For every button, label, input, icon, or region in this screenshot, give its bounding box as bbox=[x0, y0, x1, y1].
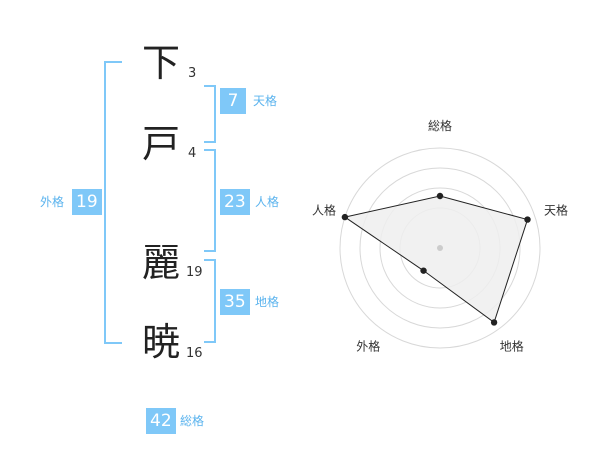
gaikaku-value-badge: 19 bbox=[72, 189, 102, 215]
jinkaku-value-badge: 23 bbox=[220, 189, 250, 215]
radar-area bbox=[343, 195, 529, 324]
tenkaku-label: 天格 bbox=[253, 94, 278, 108]
radar-axis-label-1: 総格 bbox=[428, 118, 452, 133]
radar-point-5 bbox=[341, 213, 349, 221]
chikaku-bracket bbox=[204, 259, 216, 343]
name-char-3: 麗 bbox=[142, 241, 181, 285]
tenkaku-bracket bbox=[204, 85, 216, 143]
jinkaku-label: 人格 bbox=[255, 195, 280, 209]
radar-axis-label-4: 外格 bbox=[356, 339, 380, 354]
radar-point-3 bbox=[490, 319, 498, 326]
jinkaku-bracket bbox=[204, 149, 216, 252]
stroke-count-1: 3 bbox=[188, 66, 197, 81]
radar-center-dot bbox=[437, 245, 443, 251]
radar-axis-label-5: 人格 bbox=[312, 202, 336, 217]
soukaku-label: 総格 bbox=[180, 414, 205, 428]
radar-axis-label-3: 地格 bbox=[500, 339, 524, 354]
name-char-4: 暁 bbox=[142, 320, 181, 364]
name-char-2: 戸 bbox=[142, 122, 181, 166]
stroke-count-3: 19 bbox=[186, 265, 203, 280]
tenkaku-value-badge: 7 bbox=[220, 88, 246, 114]
radar-ring-4 bbox=[339, 147, 541, 349]
radar-ring-3 bbox=[359, 167, 521, 329]
radar-axis-label-2: 天格 bbox=[544, 202, 568, 217]
soukaku-value-badge: 42 bbox=[146, 408, 176, 434]
stroke-count-4: 16 bbox=[186, 346, 203, 361]
name-char-1: 下 bbox=[142, 41, 181, 85]
gaikaku-bracket bbox=[104, 61, 122, 344]
chikaku-label: 地格 bbox=[255, 295, 280, 309]
chikaku-value-badge: 35 bbox=[220, 289, 250, 315]
radar-point-2 bbox=[524, 216, 531, 223]
gaikaku-label: 外格 bbox=[40, 195, 65, 209]
radar-point-4 bbox=[420, 267, 427, 274]
stroke-count-2: 4 bbox=[188, 146, 197, 161]
radar-point-1 bbox=[436, 192, 444, 200]
